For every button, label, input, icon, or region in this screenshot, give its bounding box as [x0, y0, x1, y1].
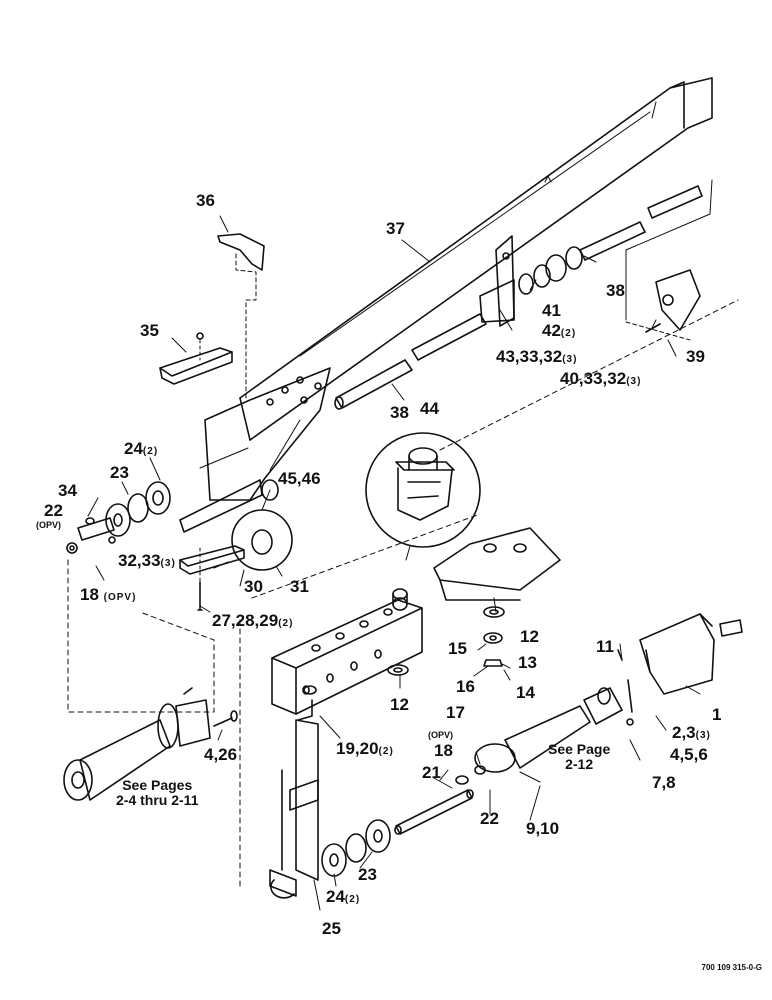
- callout-12-upper: 12: [520, 627, 539, 646]
- callout-25: 25: [322, 919, 341, 938]
- callout-4-5-6: 4,5,6: [670, 745, 708, 764]
- callout-21: 21: [422, 763, 441, 782]
- callout-22-lower: 22: [480, 809, 499, 828]
- callout-42-qty: (2): [560, 328, 577, 339]
- callout-17: 17: [446, 703, 465, 722]
- callout-19-20: 19,20(2): [336, 740, 394, 757]
- callout-22-left-opv: (OPV): [36, 520, 62, 530]
- callout-1: 1: [712, 705, 722, 724]
- callout-40-33-32-qty: (3): [626, 376, 642, 387]
- callout-24-left-qty: (2): [142, 446, 159, 457]
- callout-27-28-29-number: 27,28,29: [212, 611, 279, 630]
- callout-34: 34: [58, 481, 77, 500]
- callout-42: 42(2): [542, 322, 576, 339]
- right-beam-bracket: [479, 235, 515, 327]
- plate-30: [179, 545, 245, 611]
- callout-42-number: 42: [542, 321, 561, 340]
- callout-41: 41: [542, 301, 561, 320]
- callout-24-left: 24(2): [124, 440, 158, 457]
- callout-43-33-32: 43,33,32(3): [496, 348, 577, 365]
- see-page-note: See Page 2-12: [548, 741, 611, 773]
- callout-14: 14: [516, 683, 535, 702]
- callout-36: 36: [196, 191, 215, 210]
- dashed-guides: [67, 299, 739, 891]
- callout-12-lower: 12: [390, 695, 409, 714]
- callout-40-33-32-number: 40,33,32: [560, 369, 627, 388]
- callout-23-lower: 23: [358, 865, 377, 884]
- callout-24-lower-qty: (2): [344, 894, 361, 905]
- callout-32-33-qty: (3): [160, 558, 176, 569]
- callout-16: 16: [456, 677, 475, 696]
- right-driveline: [474, 613, 743, 783]
- callout-23-left: 23: [110, 463, 129, 482]
- leader-lines: [87, 215, 701, 911]
- callout-37: 37: [386, 219, 405, 238]
- see-pages-range: 2-4 thru 2-11: [116, 792, 199, 809]
- lower-bearing-assembly: [321, 765, 486, 877]
- lower-frame-tube: [271, 588, 423, 715]
- callout-44: 44: [420, 399, 439, 418]
- see-page-number: 2-12: [565, 756, 594, 773]
- document-number: 700 109 315-0-G: [701, 963, 763, 972]
- callout-31: 31: [290, 577, 309, 596]
- callout-27-28-29: 27,28,29(2): [212, 612, 293, 629]
- see-page-label: See Page: [548, 741, 611, 757]
- callout-13: 13: [518, 653, 537, 672]
- callout-35: 35: [140, 321, 159, 340]
- callout-32-33: 32,33(3): [118, 552, 176, 569]
- callout-18-lower-opv: (OPV): [428, 730, 454, 740]
- callout-45-46: 45,46: [278, 469, 321, 488]
- callout-2-3-number: 2,3: [672, 723, 696, 742]
- callout-30: 30: [244, 577, 263, 596]
- inset-44: [365, 432, 481, 561]
- callout-39: 39: [686, 347, 705, 366]
- callout-9-10: 9,10: [526, 819, 560, 838]
- callout-24-lower-number: 24: [326, 887, 345, 906]
- callout-43-33-32-qty: (3): [562, 354, 578, 365]
- callout-18-left: 18 (OPV): [80, 586, 136, 603]
- callout-15: 15: [448, 639, 467, 658]
- bracket-39-group: [625, 179, 713, 341]
- callout-2-3-qty: (3): [695, 730, 711, 741]
- main-frame-beam: [239, 77, 713, 441]
- callout-38-lower: 38: [390, 403, 409, 422]
- callout-11: 11: [596, 637, 614, 656]
- callout-43-33-32-number: 43,33,32: [496, 347, 563, 366]
- callout-19-20-number: 19,20: [336, 739, 379, 758]
- gearbox-top-plate: [433, 527, 561, 601]
- callout-18-left-number: 18: [80, 585, 99, 604]
- callout-18-lower: 18: [434, 741, 453, 760]
- support-arm-25: [269, 685, 319, 899]
- callout-40-33-32: 40,33,32(3): [560, 370, 641, 387]
- see-pages-label: See Pages: [122, 777, 193, 793]
- callout-7-8: 7,8: [652, 773, 676, 792]
- callout-32-33-number: 32,33: [118, 551, 161, 570]
- callout-22-left: 22: [44, 501, 63, 520]
- roller-tubes: [334, 185, 703, 410]
- callout-27-28-29-qty: (2): [278, 618, 294, 629]
- callout-24-left-number: 24: [124, 439, 143, 458]
- bracket-36: [217, 233, 265, 401]
- callout-19-20-qty: (2): [378, 746, 394, 757]
- callout-4-26: 4,26: [204, 745, 238, 764]
- drive-shaft-21: [394, 789, 474, 835]
- beam-mount-plate: [179, 367, 331, 533]
- left-bearing-assembly: [66, 481, 171, 554]
- callout-38-upper: 38: [606, 281, 625, 300]
- pto-shaft-left: [63, 687, 238, 801]
- plate-35: [159, 332, 233, 385]
- callout-2-3: 2,3(3): [672, 724, 711, 741]
- callout-24-lower: 24(2): [326, 888, 360, 905]
- callout-18-left-opv: (OPV): [103, 592, 137, 603]
- bushing-31-inset: [231, 479, 293, 571]
- right-bearing-assembly: [518, 246, 583, 295]
- washer-stack: [387, 606, 505, 676]
- see-pages-note: See Pages 2-4 thru 2-11: [116, 777, 199, 809]
